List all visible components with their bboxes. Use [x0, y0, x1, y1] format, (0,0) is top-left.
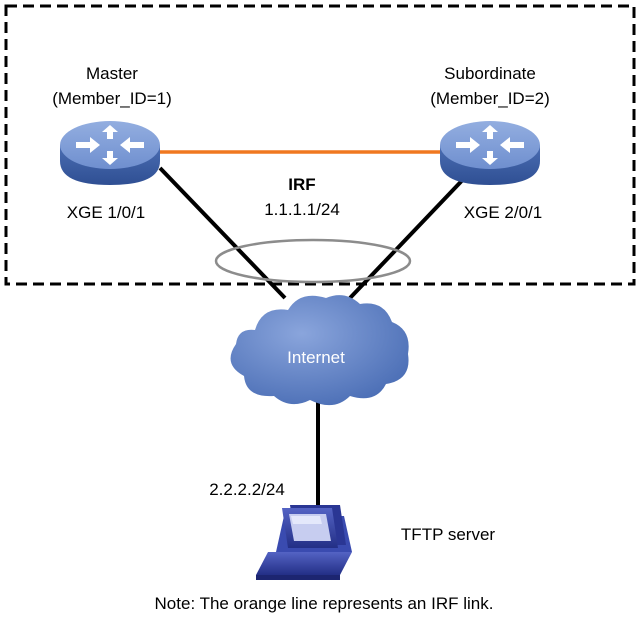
subordinate-to-internet-link — [348, 166, 476, 300]
subordinate-switch — [440, 121, 540, 185]
switch-icon — [440, 121, 540, 185]
subordinate-role-label: Subordinate — [444, 64, 536, 83]
master-member-id-label: (Member_ID=1) — [52, 89, 172, 108]
tftp-server-label: TFTP server — [401, 525, 495, 544]
diagram-note: Note: The orange line represents an IRF … — [155, 594, 494, 613]
master-role-label: Master — [86, 64, 138, 83]
cloud-icon — [230, 295, 409, 406]
master-switch — [60, 121, 160, 185]
tftp-ip-label: 2.2.2.2/24 — [209, 480, 285, 499]
master-to-internet-link — [158, 166, 287, 300]
irf-boundary — [4, 4, 636, 286]
subordinate-port-label: XGE 2/0/1 — [464, 203, 542, 222]
internet-label: Internet — [287, 348, 345, 367]
computer-icon — [256, 505, 352, 580]
subordinate-member-id-label: (Member_ID=2) — [430, 89, 550, 108]
link-aggregation-ellipse — [214, 238, 412, 284]
switch-icon — [60, 121, 160, 185]
irf-ip-label: 1.1.1.1/24 — [264, 200, 340, 219]
irf-label: IRF — [288, 175, 315, 194]
master-port-label: XGE 1/0/1 — [67, 203, 145, 222]
